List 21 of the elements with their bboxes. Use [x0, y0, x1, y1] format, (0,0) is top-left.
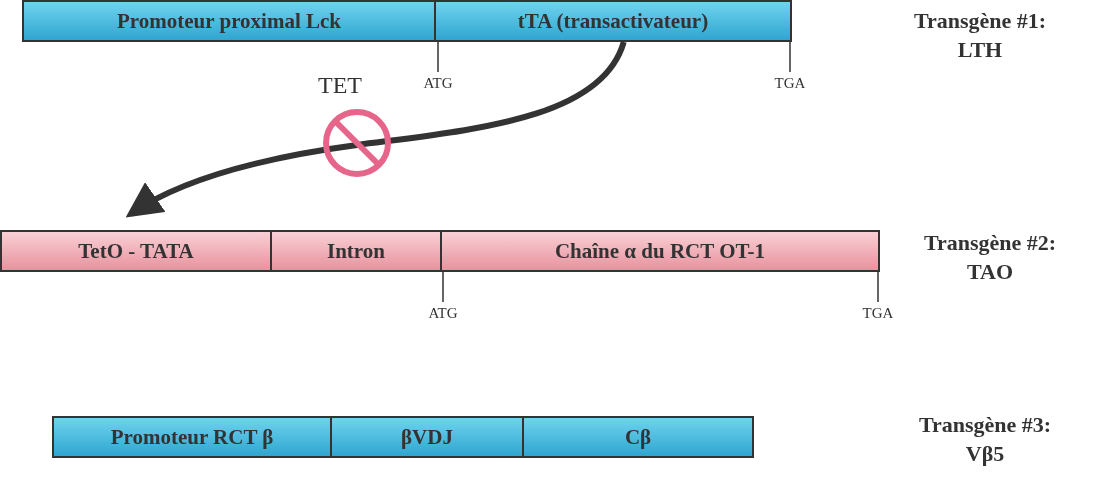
codon-label: ATG	[423, 304, 463, 322]
leader-line	[442, 271, 444, 303]
codon-label: ATG	[418, 74, 458, 92]
gene-segment: Promoteur RCT β	[52, 416, 332, 458]
codon-label: TGA	[770, 74, 810, 92]
transgene-label: Transgène #2: TAO	[922, 229, 1058, 286]
gene-segment: Promoteur proximal Lck	[22, 0, 436, 42]
leader-line	[789, 41, 791, 73]
leader-line	[437, 41, 439, 73]
transgene-label: Transgène #1: LTH	[912, 7, 1048, 64]
gene-segment: tTA (transactivateur)	[434, 0, 792, 42]
drug-label: TET	[318, 72, 362, 99]
gene-segment: Chaîne α du RCT OT-1	[440, 230, 880, 272]
gene-segment: Cβ	[522, 416, 754, 458]
transgene-label: Transgène #3: Vβ5	[917, 411, 1053, 468]
leader-line	[877, 271, 879, 303]
gene-segment: TetO - TATA	[0, 230, 272, 272]
gene-segment: βVDJ	[330, 416, 524, 458]
codon-label: TGA	[858, 304, 898, 322]
arrow	[125, 40, 627, 218]
gene-segment: Intron	[270, 230, 442, 272]
